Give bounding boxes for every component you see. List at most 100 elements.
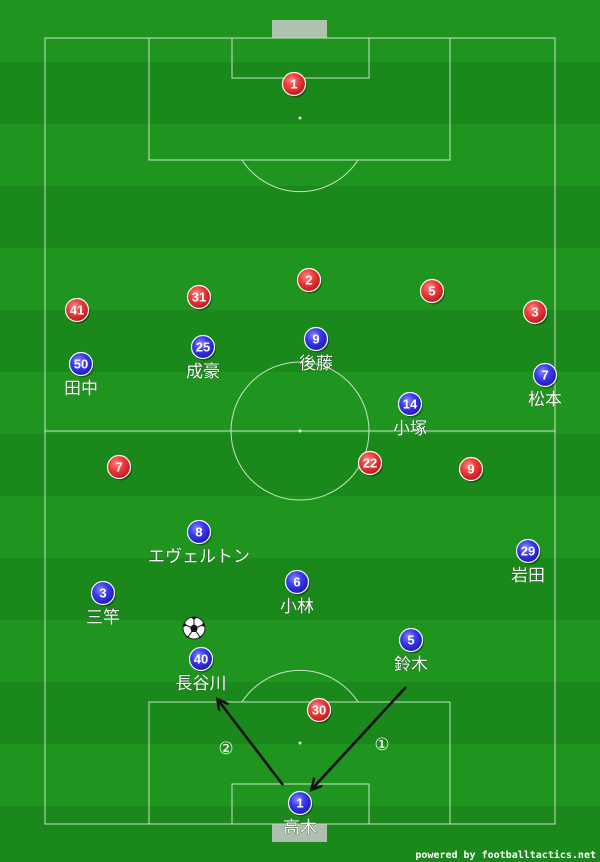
top-penalty-spot	[298, 116, 302, 120]
player-number: 9	[312, 332, 319, 347]
centre-circle	[230, 361, 370, 501]
red-player-9[interactable]: 9	[458, 456, 485, 483]
blue-player-9[interactable]: 9 後藤	[299, 326, 333, 375]
blue-player-1[interactable]: 1 高木	[283, 790, 317, 839]
credit-text: powered by footballtactics.net	[415, 849, 596, 861]
red-player-3[interactable]: 3	[522, 299, 549, 326]
step-label-2: ②	[218, 739, 233, 759]
blue-player-29[interactable]: 29 岩田	[511, 538, 545, 587]
player-token	[186, 284, 212, 310]
player-name: 松本	[528, 390, 562, 410]
player-token	[64, 297, 90, 323]
player-token	[188, 646, 214, 672]
blue-player-5[interactable]: 5 鈴木	[394, 627, 428, 676]
player-number: 41	[70, 303, 84, 318]
player-number: 31	[192, 290, 206, 305]
player-number: 7	[115, 460, 122, 475]
player-number: 6	[293, 575, 300, 590]
player-number: 1	[296, 796, 303, 811]
blue-player-8[interactable]: 8 エヴェルトン	[148, 519, 250, 568]
bottom-penalty-spot	[298, 741, 302, 745]
soccer-ball-icon[interactable]	[182, 616, 206, 640]
player-name: 田中	[64, 379, 98, 399]
top-goal	[272, 20, 327, 38]
player-token	[532, 362, 558, 388]
player-number: 14	[403, 397, 418, 412]
player-token	[106, 454, 132, 480]
player-number: 5	[428, 284, 435, 299]
player-token	[186, 519, 212, 545]
bottom-goal	[272, 824, 327, 842]
player-number: 1	[290, 77, 297, 92]
red-player-5[interactable]: 5	[419, 278, 446, 305]
blue-player-40[interactable]: 40 長谷川	[175, 646, 227, 695]
player-token	[419, 278, 445, 304]
player-name: 長谷川	[176, 674, 227, 694]
red-player-2[interactable]: 2	[296, 267, 323, 294]
player-token	[296, 267, 322, 293]
grass-stripe	[0, 682, 600, 744]
step-label-1: ①	[374, 735, 389, 755]
red-player-1[interactable]: 1	[281, 71, 308, 98]
player-number: 3	[99, 586, 106, 601]
blue-player-3[interactable]: 3 三竿	[86, 580, 120, 629]
blue-player-25[interactable]: 25 成豪	[186, 334, 220, 383]
player-number: 25	[196, 340, 210, 355]
player-token	[515, 538, 541, 564]
player-token	[458, 456, 484, 482]
player-number: 22	[363, 456, 377, 471]
blue-team: 1 高木 40 長谷川 5 鈴木 3 三竿 6 小林 8 エヴェルトン 29 岩田 14 小塚 50 田中 25 成豪…	[64, 326, 562, 839]
bottom-penalty-arc	[241, 669, 359, 703]
player-number: 50	[74, 357, 88, 372]
player-name: 三竿	[86, 608, 120, 628]
red-player-41[interactable]: 41	[64, 297, 91, 324]
player-token	[90, 580, 116, 606]
blue-player-7[interactable]: 7松本	[528, 362, 562, 411]
grass-stripe	[0, 372, 600, 434]
red-player-22[interactable]: 22	[357, 450, 384, 477]
player-name: エヴェルトン	[148, 547, 250, 567]
top-penalty-arc	[241, 159, 359, 193]
red-player-7[interactable]: 7	[106, 454, 133, 481]
pass-arrow-1	[312, 686, 407, 789]
red-player-31[interactable]: 31	[186, 284, 213, 311]
blue-player-6[interactable]: 6 小林	[280, 569, 314, 618]
player-token	[357, 450, 383, 476]
player-name: 高木	[283, 818, 317, 838]
arrows	[218, 686, 407, 789]
player-name: 後藤	[299, 354, 333, 374]
red-player-30[interactable]: 30	[306, 697, 333, 724]
player-number: 2	[305, 273, 312, 288]
player-number: 40	[194, 652, 208, 667]
grass-stripe	[0, 434, 600, 496]
player-number: 3	[531, 305, 538, 320]
player-token	[303, 326, 329, 352]
player-token	[284, 569, 310, 595]
pass-arrow-2	[218, 700, 285, 786]
player-name: 岩田	[511, 566, 545, 586]
player-number: 8	[195, 525, 202, 540]
player-name: 小林	[280, 597, 314, 617]
grass-stripe	[0, 124, 600, 186]
player-token	[398, 627, 424, 653]
player-token	[190, 334, 216, 360]
grass-stripe	[0, 620, 600, 682]
player-name: 小塚	[393, 419, 427, 439]
player-token	[522, 299, 548, 325]
player-number: 30	[312, 703, 326, 718]
player-token	[397, 391, 423, 417]
blue-player-14[interactable]: 14 小塚	[393, 391, 427, 440]
player-name: 鈴木	[394, 655, 428, 675]
blue-player-50[interactable]: 50 田中	[64, 351, 98, 400]
grass-stripe	[0, 186, 600, 248]
centre-spot	[298, 429, 302, 433]
player-name: 成豪	[186, 361, 220, 382]
player-token	[281, 71, 307, 97]
grass-stripe	[0, 496, 600, 558]
player-token	[306, 697, 332, 723]
player-number: 9	[467, 462, 474, 477]
player-number: 5	[407, 633, 414, 648]
player-number: 29	[521, 544, 535, 559]
